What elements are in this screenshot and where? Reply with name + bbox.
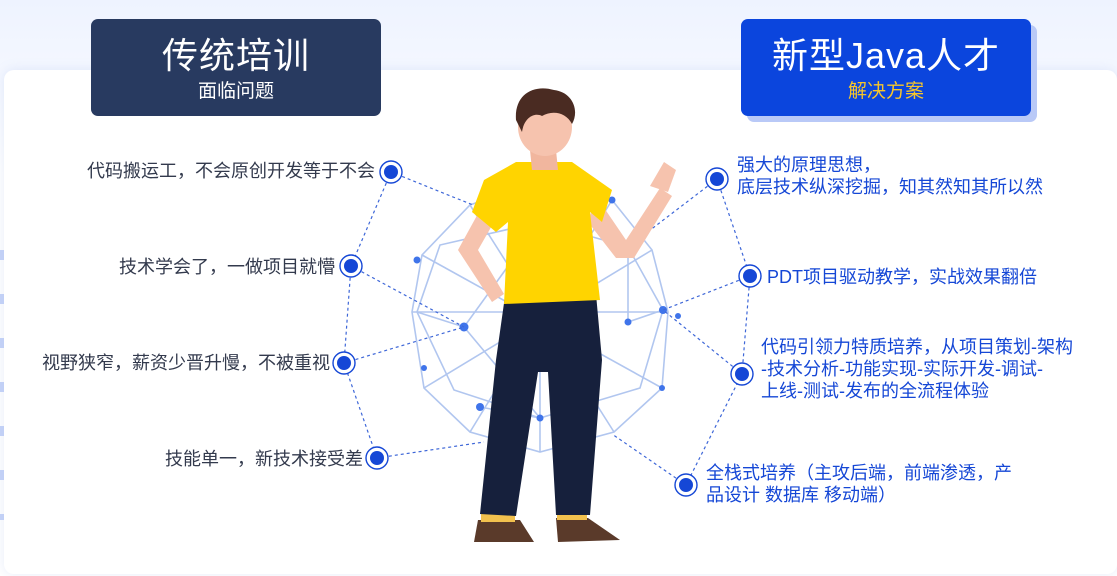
right-shoe	[556, 518, 620, 542]
right-node-markers	[674, 167, 762, 497]
solution-item-3-line-1: 代码引领力特质培养，从项目策划-架构	[761, 337, 1073, 357]
new-java-talent-subtitle: 解决方案	[847, 81, 924, 102]
new-java-talent-title: 新型Java人才	[771, 35, 1001, 76]
traditional-training-header: 传统培训 面临问题	[91, 19, 381, 116]
new-java-talent-header: 新型Java人才 解决方案	[741, 19, 1031, 116]
left-node-markers	[332, 160, 403, 470]
solution-item-3-line-3: 上线-测试-发布的全流程体验	[761, 381, 989, 401]
edge-decoration	[0, 250, 4, 520]
solution-item-1-line-1: 强大的原理思想，	[737, 155, 881, 175]
solution-item-4-line-2: 品设计 数据库 移动端）	[706, 485, 897, 505]
problem-item-3: 视野狭窄，薪资少晋升慢，不被重视	[42, 353, 330, 373]
solution-item-3: 代码引领力特质培养，从项目策划-架构 -技术分析-功能实现-实际开发-调试- 上…	[761, 336, 1073, 402]
solution-item-4-line-1: 全栈式培养（主攻后端，前端渗透，产	[706, 463, 1012, 483]
right-connectors	[611, 178, 751, 486]
left-connectors	[343, 171, 485, 459]
traditional-training-title: 传统培训	[161, 35, 310, 76]
solution-item-3-line-2: -技术分析-功能实现-实际开发-调试-	[761, 359, 1043, 379]
solution-item-1: 强大的原理思想， 底层技术纵深挖掘，知其然知其所以然	[737, 154, 1043, 198]
problem-item-1: 代码搬运工，不会原创开发等于不会	[87, 161, 375, 181]
traditional-training-subtitle: 面临问题	[197, 81, 274, 102]
solution-item-4: 全栈式培养（主攻后端，前端渗透，产 品设计 数据库 移动端）	[706, 462, 1012, 506]
pants	[480, 294, 602, 516]
problem-item-4: 技能单一，新技术接受差	[165, 449, 363, 469]
person-illustration	[458, 88, 676, 542]
solution-item-1-line-2: 底层技术纵深挖掘，知其然知其所以然	[737, 177, 1043, 197]
solution-item-2: PDT项目驱动教学，实战效果翻倍	[767, 266, 1037, 288]
left-shoe	[474, 520, 534, 542]
raised-hand	[650, 162, 676, 192]
hair	[515, 88, 576, 132]
solution-item-2-line-1: PDT项目驱动教学，实战效果翻倍	[767, 267, 1037, 287]
yellow-shirt	[472, 162, 612, 304]
problem-item-2: 技术学会了，一做项目就懵	[119, 257, 335, 277]
network-globe-nodes	[413, 196, 681, 422]
